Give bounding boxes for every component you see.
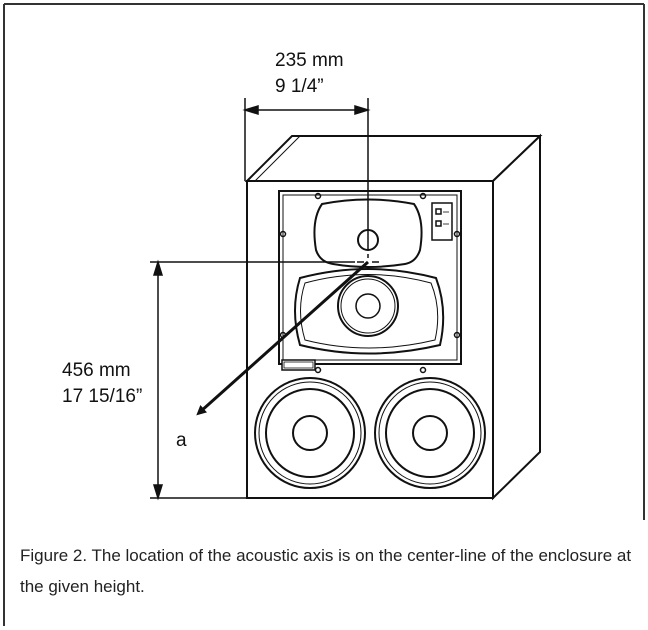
- screw: [453, 331, 461, 339]
- height-dimension-line: [150, 259, 355, 501]
- height-dimension-label: 456 mm 17 15/16”: [62, 358, 142, 410]
- height-imperial: 17 15/16”: [62, 386, 143, 407]
- width-dimension-label: 235 mm 9 1/4”: [275, 48, 344, 100]
- acoustic-axis-arrow: [196, 260, 369, 416]
- acoustic-axis-marker: [357, 254, 379, 270]
- height-metric: 456 mm: [62, 360, 131, 381]
- screw: [419, 192, 427, 200]
- width-metric: 235 mm: [275, 50, 344, 71]
- control-panel: [431, 202, 453, 241]
- woofer-right: [374, 377, 486, 489]
- screw: [453, 230, 461, 238]
- figure-caption: Figure 2. The location of the acoustic a…: [20, 546, 632, 596]
- width-imperial: 9 1/4”: [275, 76, 324, 97]
- axis-label: a: [176, 430, 187, 451]
- screw: [419, 366, 427, 374]
- figure-border: [3, 3, 645, 626]
- woofer-left: [254, 377, 366, 489]
- midrange-driver: [294, 268, 445, 355]
- screw: [279, 230, 287, 238]
- screw: [314, 192, 322, 200]
- logo-badge: [281, 359, 316, 371]
- width-dimension-line: [242, 98, 371, 250]
